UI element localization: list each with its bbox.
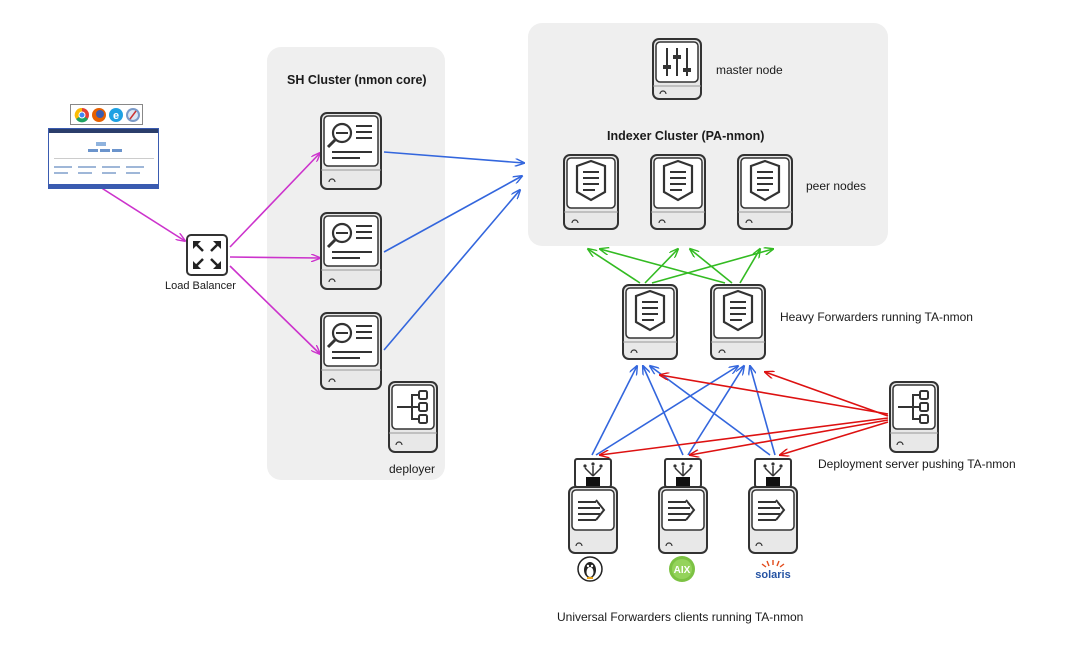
search-head-icon — [320, 112, 382, 190]
universal-forwarder-icon — [568, 458, 618, 554]
ie-icon: e — [109, 108, 123, 122]
deployer-label: deployer — [389, 462, 436, 476]
master-node-label: master node — [716, 63, 783, 77]
universal-forwarder-icon — [748, 458, 798, 554]
solaris-icon: solaris — [755, 560, 791, 581]
indexer-icon — [737, 154, 793, 230]
search-head-icon — [320, 312, 382, 390]
search-links — [383, 151, 524, 351]
chrome-icon — [74, 107, 89, 123]
linux-icon — [577, 556, 603, 582]
universal-forwarder-icon — [658, 458, 708, 554]
universal-forwarders-label: Universal Forwarders clients running TA-… — [557, 610, 804, 624]
browser-icons: e — [70, 104, 143, 125]
browser-dashboard-thumbnail — [48, 128, 159, 189]
browser-links — [99, 153, 320, 354]
heavy-forwarder-icon — [622, 284, 678, 360]
heavy-forwarders-label: Heavy Forwarders running TA-nmon — [780, 310, 973, 324]
sh-cluster-title: SH Cluster (nmon core) — [287, 73, 427, 87]
load-balancer-icon — [186, 234, 228, 276]
safari-icon — [126, 108, 140, 122]
search-head-icon — [320, 212, 382, 290]
indexer-icon — [563, 154, 619, 230]
deployer-icon — [388, 381, 438, 453]
deployment-server-icon — [889, 381, 939, 453]
aix-icon: AIX — [669, 556, 695, 582]
master-node-icon — [652, 38, 702, 100]
indexer-icon — [650, 154, 706, 230]
svg-text:e: e — [113, 110, 119, 122]
aix-badge-text: AIX — [674, 565, 691, 576]
solaris-badge-text: solaris — [755, 569, 790, 581]
load-balancer-label: Load Balancer — [165, 280, 236, 292]
forwarding-links-hf — [588, 249, 773, 284]
forwarding-links-uf — [591, 366, 776, 456]
heavy-forwarder-icon — [710, 284, 766, 360]
peer-nodes-label: peer nodes — [806, 179, 867, 193]
indexer-cluster-title: Indexer Cluster (PA-nmon) — [607, 129, 765, 143]
firefox-icon — [92, 108, 106, 122]
deployment-links — [600, 372, 889, 455]
deployment-server-label: Deployment server pushing TA-nmon — [818, 457, 1016, 471]
